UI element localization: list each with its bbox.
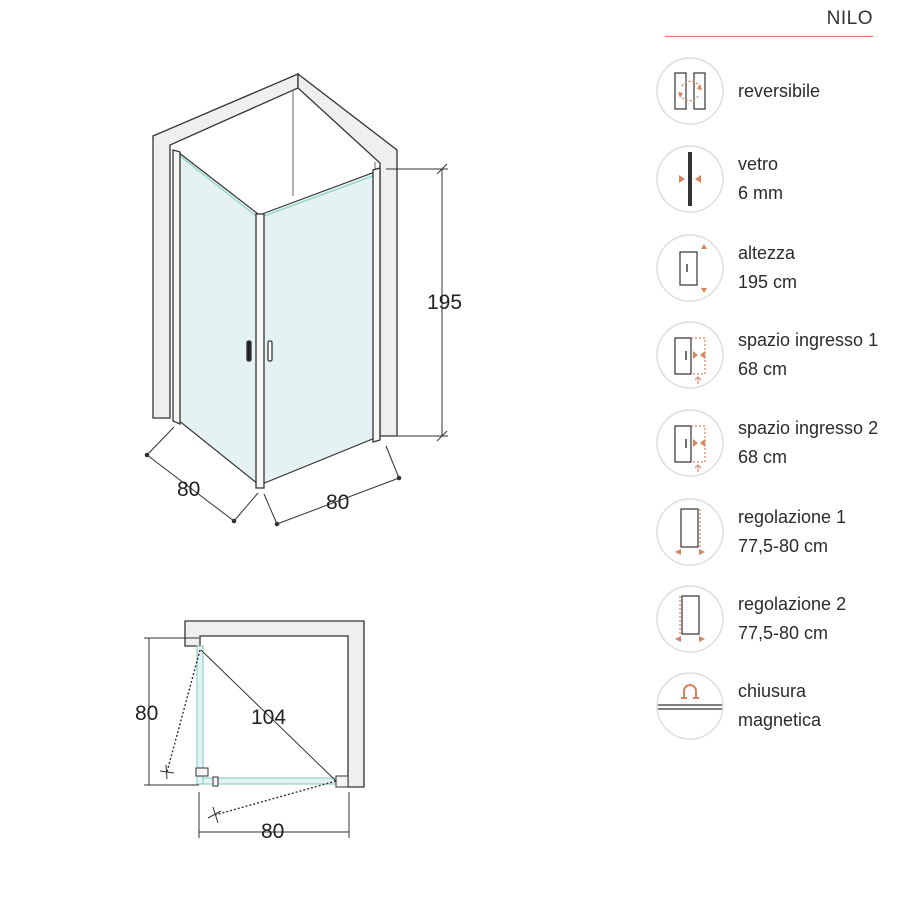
plan-dimension-lines <box>144 637 350 838</box>
feature-adjustment-1-line2: 77,5-80 cm <box>738 536 829 556</box>
plan-width-label: 80 <box>261 820 284 843</box>
door-handle-right <box>267 340 273 362</box>
iso-width-right-label: 80 <box>326 491 349 514</box>
reversible-icon <box>656 57 724 125</box>
feature-reversible: reversibile <box>655 56 900 126</box>
magnetic-closure-icon <box>656 672 724 740</box>
feature-adjustment-1: regolazione 1 77,5-80 cm <box>655 497 900 567</box>
feature-magnetic-closure: chiusura magnetica <box>655 671 900 741</box>
feature-adjustment-2-line2: 77,5-80 cm <box>738 623 829 643</box>
feature-entrance-2: spazio ingresso 2 68 cm <box>655 408 900 478</box>
plan-depth-label: 80 <box>135 702 158 725</box>
feature-reversible-line1: reversibile <box>738 80 821 101</box>
title-divider <box>665 36 873 37</box>
entrance-space-1-icon <box>656 321 724 389</box>
door-handle-left <box>246 340 252 362</box>
adjustment-2-icon <box>656 585 724 653</box>
iso-height-label: 195 <box>427 291 462 314</box>
iso-width-left-label: 80 <box>177 478 200 501</box>
glass-panel-left <box>177 150 259 486</box>
adjustment-1-icon <box>656 498 724 566</box>
feature-height-line1: altezza <box>738 243 796 263</box>
feature-height: altezza 195 cm <box>655 233 900 303</box>
iso-dimension-lines <box>144 163 448 527</box>
feature-adjustment-2: regolazione 2 77,5-80 cm <box>655 584 900 654</box>
technical-drawing: 195 80 80 80 104 80 <box>135 72 462 843</box>
product-title: NILO <box>826 8 873 29</box>
plan-diagonal-label: 104 <box>251 706 286 729</box>
feature-magnetic-closure-line1: chiusura <box>738 681 807 701</box>
profile-center <box>255 213 265 489</box>
feature-magnetic-closure-line2: magnetica <box>738 710 822 730</box>
height-icon <box>656 234 724 302</box>
plan-view <box>184 620 365 788</box>
feature-entrance-2-line2: 68 cm <box>738 447 788 467</box>
profile-right <box>372 167 381 443</box>
feature-adjustment-2-line1: regolazione 2 <box>738 594 847 614</box>
profile-left <box>172 149 181 425</box>
feature-entrance-1-line1: spazio ingresso 1 <box>738 330 879 350</box>
feature-glass-line1: vetro <box>738 154 779 174</box>
feature-entrance-1: spazio ingresso 1 68 cm <box>655 320 900 390</box>
feature-entrance-1-line2: 68 cm <box>738 359 788 379</box>
isometric-view <box>152 72 398 489</box>
entrance-space-2-icon <box>656 409 724 477</box>
feature-height-line2: 195 cm <box>738 272 798 292</box>
glass-thickness-icon <box>656 145 724 213</box>
plan-wall <box>184 620 365 788</box>
glass-panel-right <box>261 171 376 485</box>
feature-glass-line2: 6 mm <box>738 183 783 203</box>
feature-adjustment-1-line1: regolazione 1 <box>738 507 847 527</box>
feature-entrance-2-line1: spazio ingresso 2 <box>738 418 879 438</box>
feature-glass: vetro 6 mm <box>655 144 900 214</box>
